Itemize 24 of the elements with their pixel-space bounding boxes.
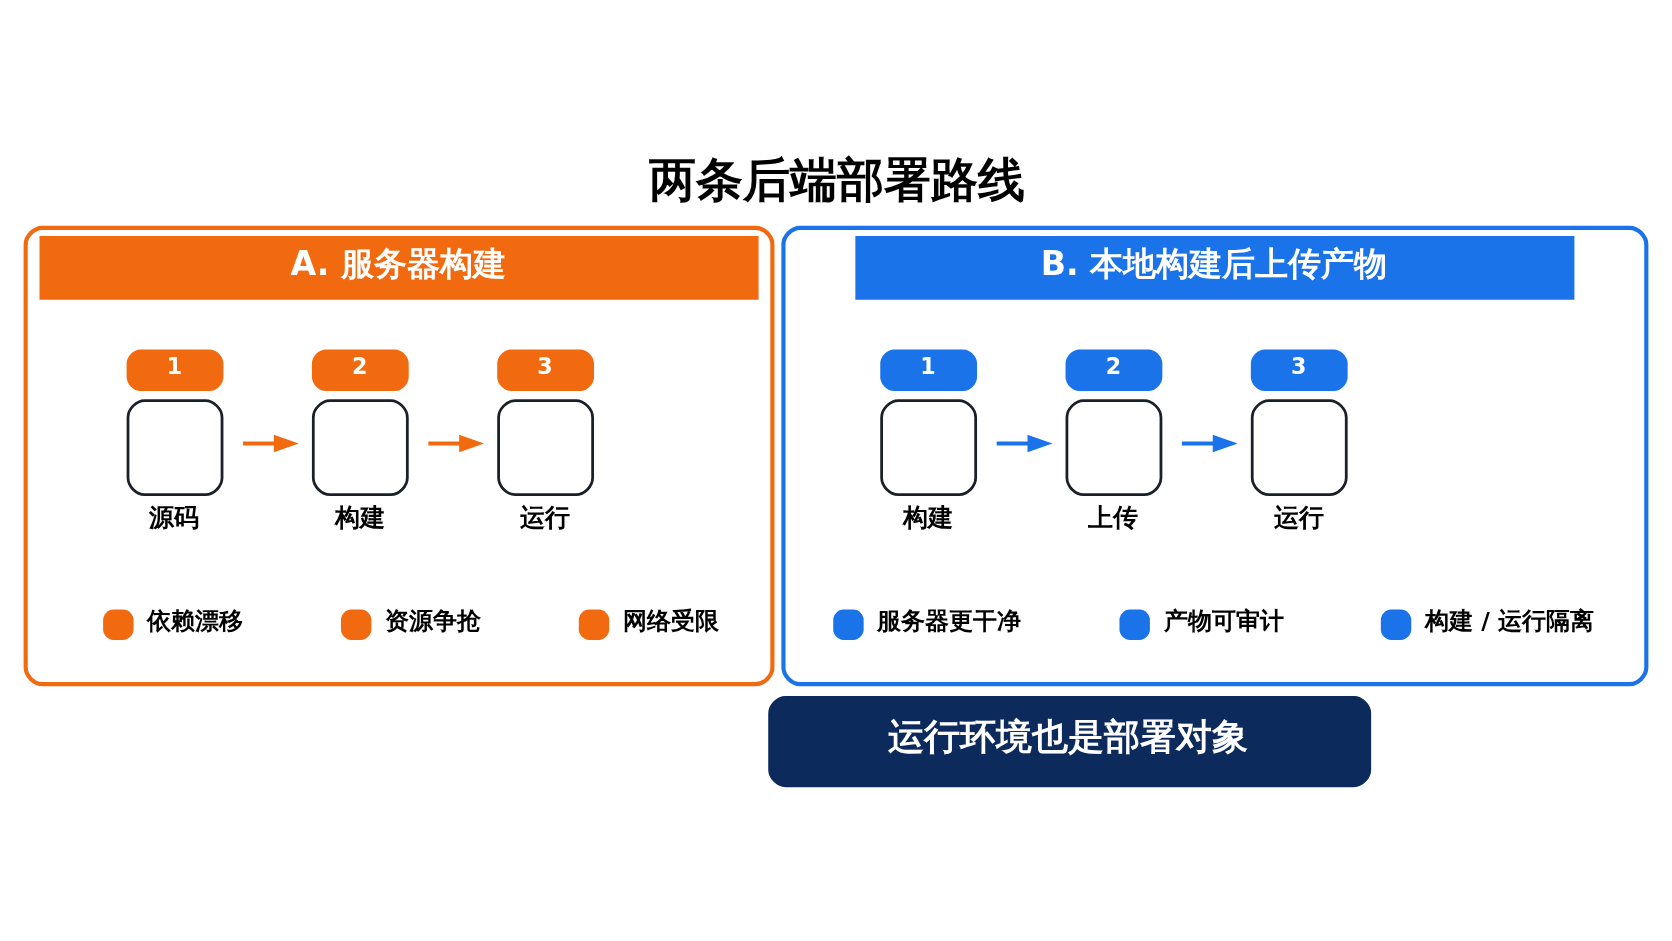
arrow xyxy=(243,434,299,453)
arrow xyxy=(1182,434,1238,453)
arrow xyxy=(428,434,485,453)
diagram-title: 两条后端部署路线 xyxy=(648,152,1025,208)
node-label: 构建 xyxy=(334,502,385,532)
node-label: 构建 xyxy=(903,502,954,532)
node-label: 源码 xyxy=(149,502,200,532)
node-label: 2 xyxy=(352,353,368,380)
node-label: 依赖漂移 xyxy=(147,606,244,635)
node-label: 资源争抢 xyxy=(385,606,482,635)
arrow xyxy=(996,434,1053,453)
node-label: 3 xyxy=(537,353,553,380)
node-label: 构建 / 运行隔离 xyxy=(1425,606,1595,635)
node-label: 1 xyxy=(920,353,936,380)
node-label: 网络受限 xyxy=(623,606,720,635)
node-label: 服务器更干净 xyxy=(877,606,1022,635)
node-label: 3 xyxy=(1290,353,1307,380)
node-box: 运行环境也是部署对象 xyxy=(768,695,1372,788)
node-label: 2 xyxy=(1105,353,1122,380)
node-label: 产物可审计 xyxy=(1163,606,1284,635)
node-label: 运行 xyxy=(520,502,571,532)
node-label: 运行 xyxy=(1273,502,1324,532)
node-label: 上传 xyxy=(1088,502,1139,532)
node-label: 1 xyxy=(166,353,183,380)
